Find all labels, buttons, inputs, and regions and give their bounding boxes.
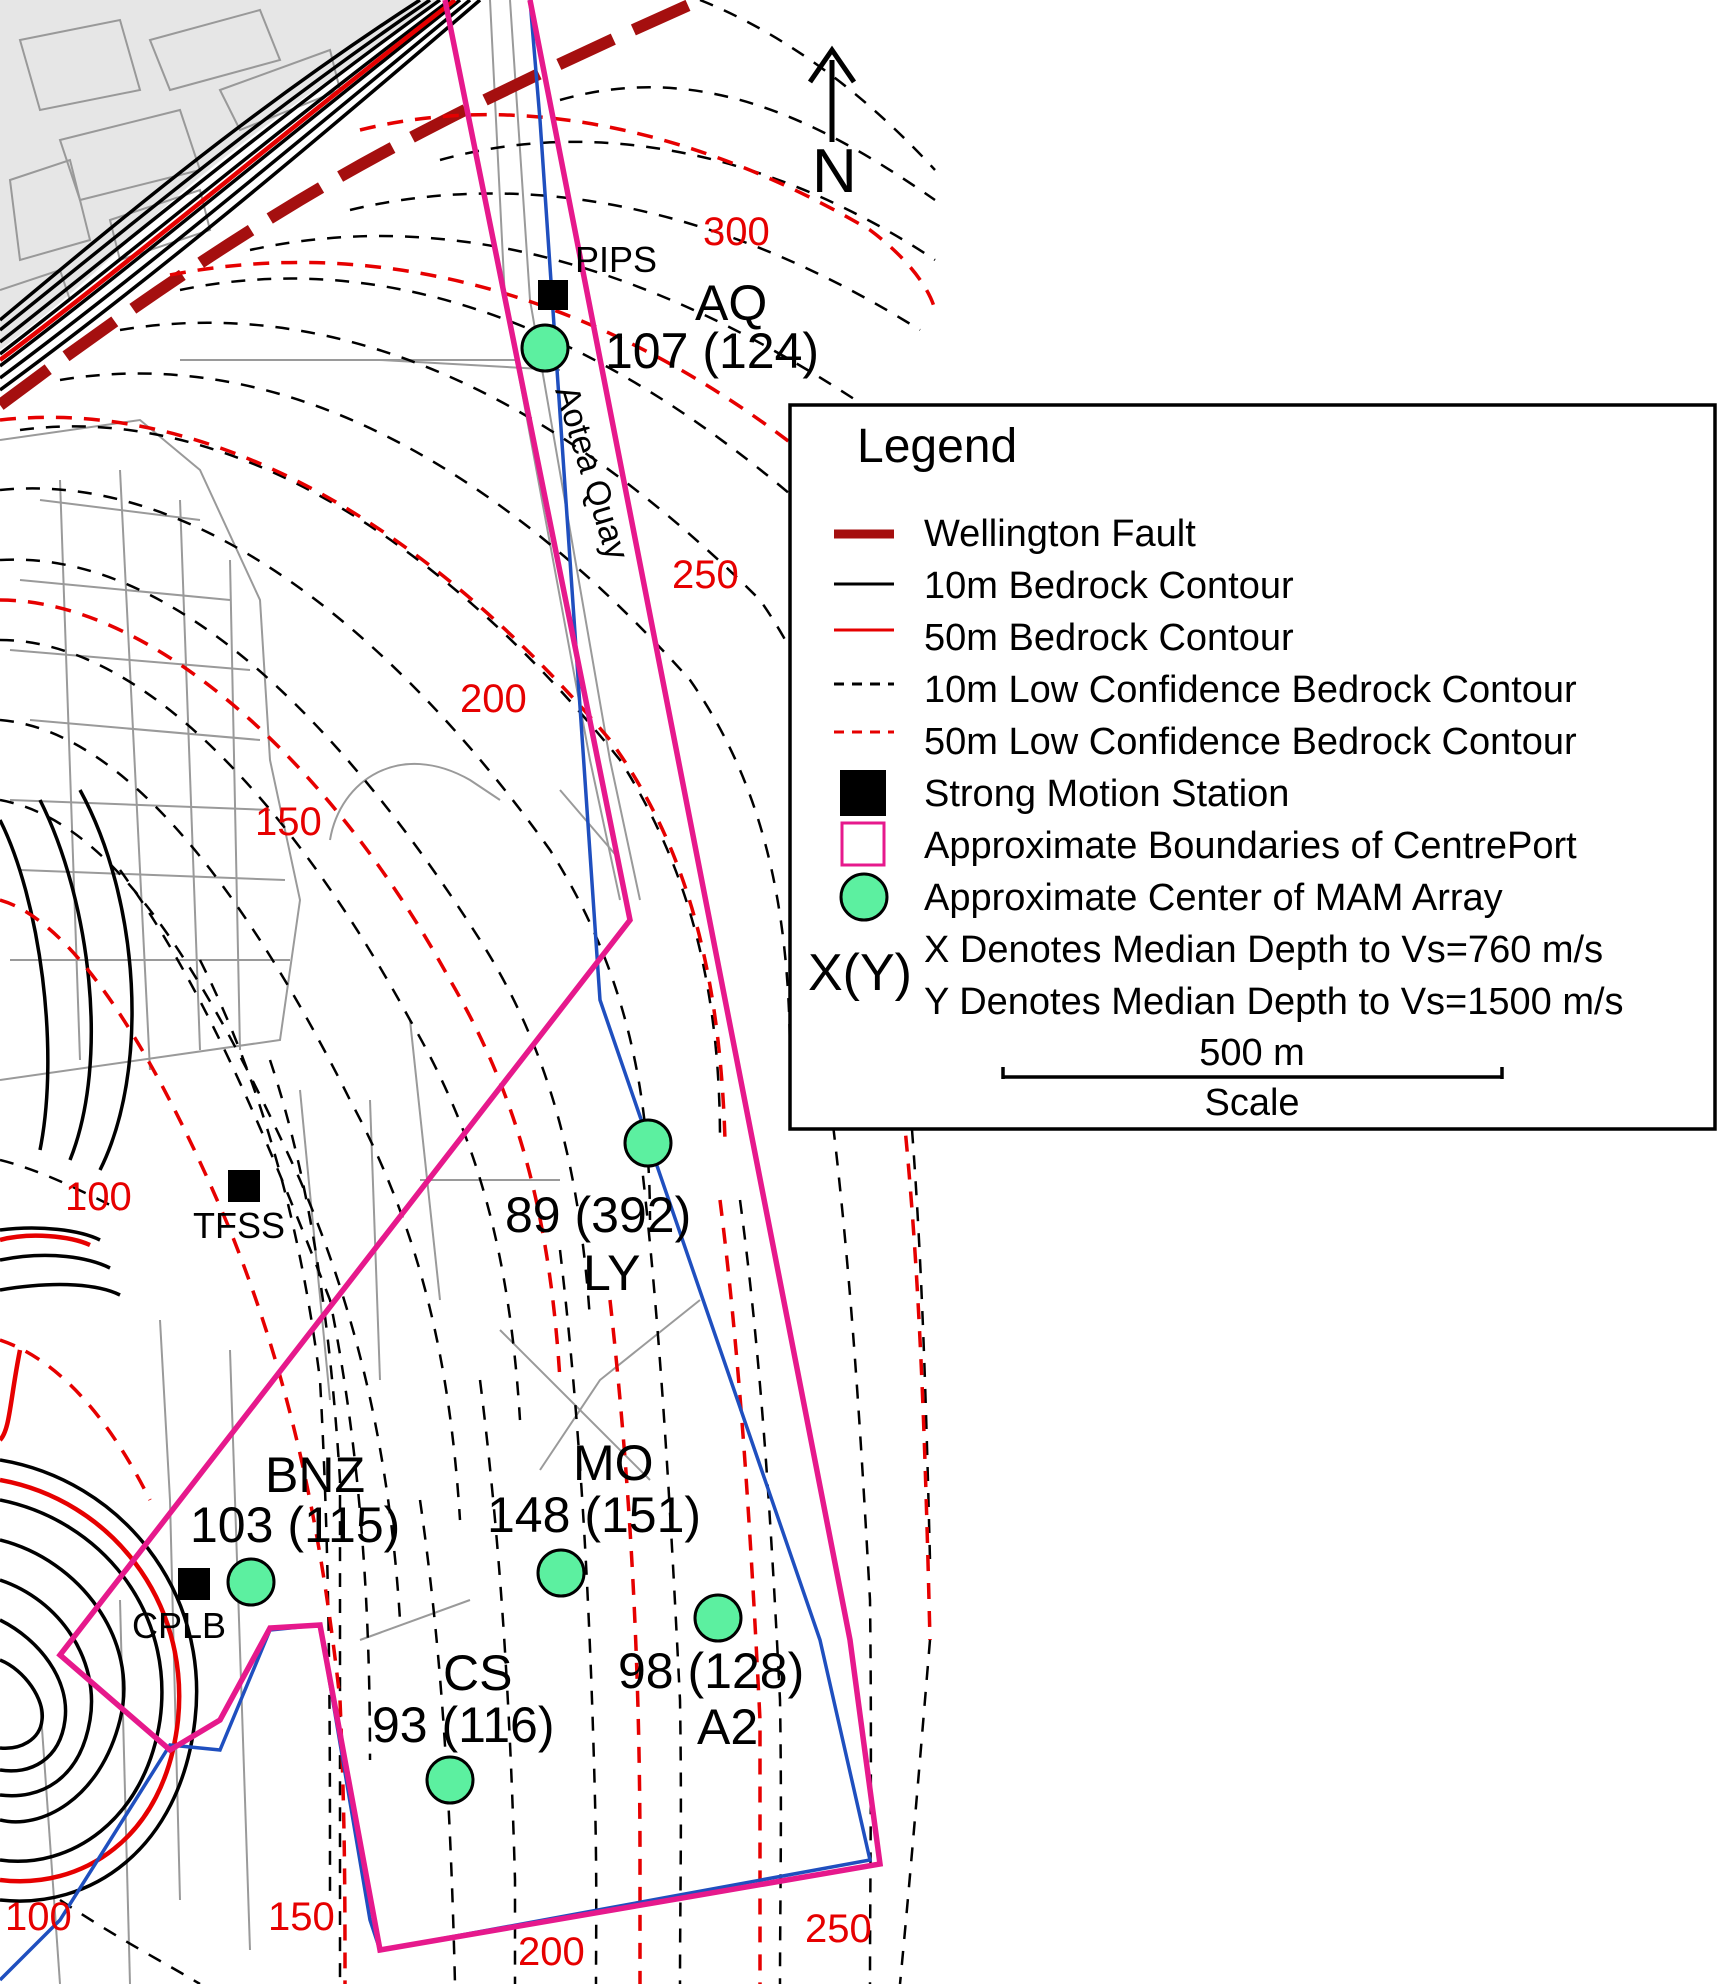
contour-label: 100 <box>5 1895 72 1939</box>
mam-site-ly-depth: 89 (392) <box>505 1187 691 1243</box>
contour-label: 150 <box>268 1895 335 1939</box>
legend: Legend Wellington Fault 10m Bedrock Cont… <box>788 403 1717 1131</box>
mam-site-bnz-depth: 103 (115) <box>190 1497 400 1553</box>
mam-site-a2-marker <box>693 1593 743 1643</box>
centreport-boundary <box>56 0 884 1954</box>
mam-site-cs-depth: 93 (116) <box>372 1697 555 1753</box>
mam-site-a2-code: A2 <box>697 1699 758 1755</box>
legend-symbol-station <box>840 770 886 816</box>
mam-site-aq-marker <box>520 323 570 373</box>
mam-site-ly-code: LY <box>583 1245 640 1301</box>
mam-site-mo-depth: 148 (151) <box>487 1487 701 1543</box>
centreport-coastline <box>0 0 873 1982</box>
legend-label: Strong Motion Station <box>924 773 1289 815</box>
hillside-land <box>0 0 440 350</box>
bedrock-contours-solid-red <box>0 0 457 1884</box>
north-label: N <box>812 137 857 206</box>
legend-xy-line1: X Denotes Median Depth to Vs=760 m/s <box>924 929 1603 971</box>
mam-site-cs-code: CS <box>443 1645 512 1701</box>
contour-label: 150 <box>255 800 322 844</box>
contour-label: 250 <box>672 553 739 597</box>
legend-label: Approximate Center of MAM Array <box>924 877 1503 919</box>
mam-site-bnz-marker <box>226 1557 276 1607</box>
scale-title: Scale <box>1204 1082 1299 1124</box>
mam-site-a2-depth: 98 (128) <box>618 1643 804 1699</box>
contour-label: 100 <box>65 1175 132 1219</box>
contour-label: 300 <box>703 210 770 254</box>
low-confidence-contours-black <box>0 0 937 1984</box>
station-tfss-label: TFSS <box>193 1205 285 1246</box>
low-confidence-contours-red <box>0 112 937 1984</box>
mam-site-aq-code: AQ <box>695 275 767 331</box>
scale-bar <box>1001 1067 1504 1079</box>
mam-site-mo-code: MO <box>573 1435 654 1491</box>
legend-symbol-mam <box>839 872 889 922</box>
station-cplb-label: CPLB <box>132 1605 226 1646</box>
station-tfss-marker <box>228 1170 260 1202</box>
contour-label: 250 <box>805 1907 872 1951</box>
legend-title: Legend <box>857 420 1017 473</box>
north-arrow: N <box>807 45 857 206</box>
mam-site-cs-marker <box>425 1755 475 1805</box>
street-network <box>0 359 701 1984</box>
mam-site-aq-depth: 107 (124) <box>605 323 819 379</box>
aotea-quay-road <box>489 0 641 901</box>
contour-label: 200 <box>460 677 527 721</box>
station-cplb-marker <box>178 1568 210 1600</box>
station-pips-label: PIPS <box>575 239 657 280</box>
bedrock-contours-solid-black <box>0 0 482 1903</box>
legend-label: 10m Bedrock Contour <box>924 565 1294 607</box>
mam-site-mo-marker <box>536 1548 586 1598</box>
legend-label: Approximate Boundaries of CentrePort <box>924 825 1577 867</box>
wellington-fault <box>0 0 703 410</box>
strong-motion-stations: PIPS TFSS CPLB <box>132 239 657 1646</box>
legend-label: 50m Bedrock Contour <box>924 617 1294 659</box>
legend-xy-symbol: X(Y) <box>808 944 912 1002</box>
legend-frame <box>788 403 1717 1131</box>
station-pips-marker <box>538 280 568 310</box>
legend-label: 10m Low Confidence Bedrock Contour <box>924 669 1577 711</box>
contour-labels: 300 250 200 150 100 100 150 200 250 <box>5 210 872 1974</box>
mam-arrays: AQ 107 (124) 89 (392) LY BNZ 103 (115) M… <box>190 275 819 1805</box>
legend-label: Wellington Fault <box>924 513 1196 555</box>
legend-symbol-boundary <box>840 821 886 867</box>
mam-site-ly-marker <box>623 1118 673 1168</box>
legend-xy-line2: Y Denotes Median Depth to Vs=1500 m/s <box>924 981 1624 1023</box>
contour-label: 200 <box>518 1930 585 1974</box>
mam-site-bnz-code: BNZ <box>265 1447 365 1503</box>
legend-label: 50m Low Confidence Bedrock Contour <box>924 721 1577 763</box>
scale-value: 500 m <box>1199 1032 1305 1074</box>
